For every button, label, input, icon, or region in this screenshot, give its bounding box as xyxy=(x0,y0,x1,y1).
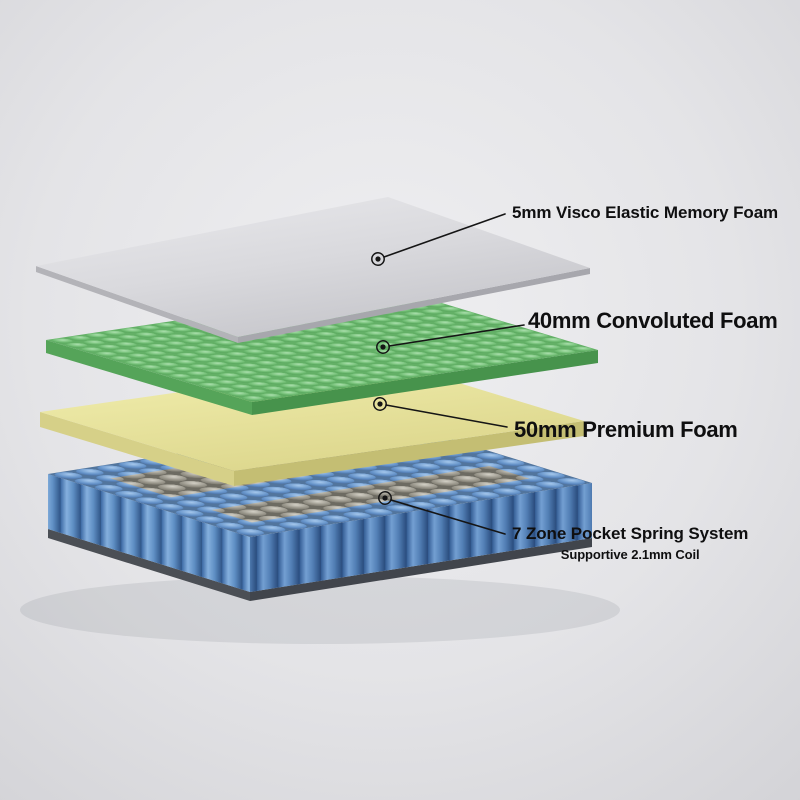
callout-leaders xyxy=(371,213,525,535)
spring-side-left xyxy=(48,474,250,592)
callout-pocket-spring: 7 Zone Pocket Spring System Supportive 2… xyxy=(512,524,748,562)
callout-dot-premium-foam xyxy=(373,397,387,411)
callout-label-convoluted-foam: 40mm Convoluted Foam xyxy=(528,308,778,333)
leader-line-pocket-spring xyxy=(390,499,506,535)
layer-convoluted-foam xyxy=(46,288,598,415)
callout-dot-convoluted-foam xyxy=(376,340,390,354)
callout-label-memory-foam: 5mm Visco Elastic Memory Foam xyxy=(512,203,779,222)
leader-line-convoluted-foam xyxy=(388,324,525,347)
callout-sublabel-pocket-spring: Supportive 2.1mm Coil xyxy=(560,547,700,562)
leader-line-premium-foam xyxy=(385,404,508,428)
callout-label-pocket-spring: 7 Zone Pocket Spring System xyxy=(512,524,749,543)
layer-memory-foam xyxy=(36,197,590,343)
spring-center-zone xyxy=(170,453,490,510)
leader-line-memory-foam xyxy=(383,213,506,258)
callout-dot-pocket-spring xyxy=(378,491,392,505)
callout-label-premium-foam: 50mm Premium Foam xyxy=(514,417,738,442)
spring-side-right xyxy=(250,483,592,592)
callout-dot-memory-foam xyxy=(371,252,385,266)
ground-shadow xyxy=(20,576,620,644)
layer-premium-foam xyxy=(40,362,584,486)
